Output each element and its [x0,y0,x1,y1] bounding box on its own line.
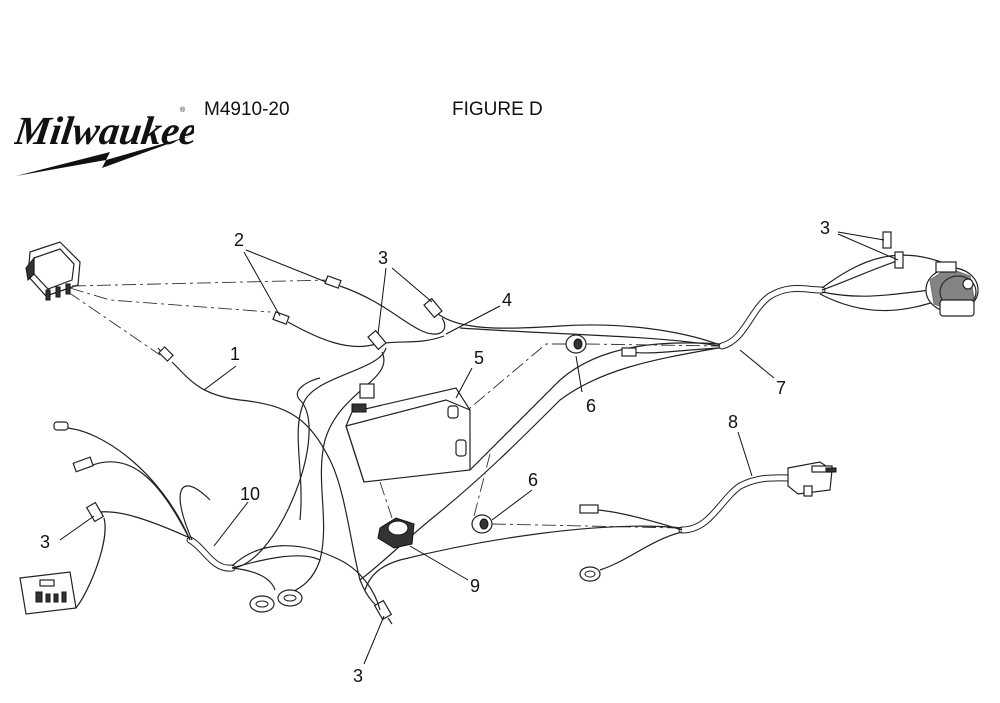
callout-4: 4 [502,290,512,310]
callout-10: 10 [240,484,260,504]
blower-motor-part [925,261,979,317]
ring-lug-left-top [53,421,69,431]
registered-mark: ® [180,106,186,114]
wire-harness-1 [157,346,393,625]
callout-3-left: 3 [40,532,50,552]
screw-3-top-right-b [894,251,904,269]
wire-harness-10 [53,377,381,613]
strain-relief-9 [377,517,415,549]
connectors-2 [272,275,446,348]
rocker-switch-part [25,241,81,301]
grommet-6-bottom [471,514,493,534]
lightning-bolt-icon [16,136,190,176]
callout-9: 9 [470,576,480,596]
callout-3-top: 3 [378,248,388,268]
screw-3-top-right-a [882,231,892,249]
callout-1: 1 [230,344,240,364]
milwaukee-logo: Milwaukee ® [14,106,194,176]
figure-title: FIGURE D [452,99,543,120]
callout-2: 2 [234,230,244,250]
spade-connector [621,347,637,357]
control-box-5 [345,383,471,483]
callout-6-top: 6 [586,396,596,416]
callout-3-bottom: 3 [353,666,363,686]
model-number: M4910-20 [204,99,290,120]
grommet-6-top [565,334,587,354]
wire-harness-8 [364,461,837,591]
callout-3-top-right: 3 [820,218,830,238]
milwaukee-logo-wordmark: Milwaukee [14,108,194,153]
callout-6-bottom: 6 [528,470,538,490]
callout-7: 7 [776,378,786,398]
callout-5: 5 [474,348,484,368]
callout-8: 8 [728,412,738,432]
circuit-board-part [19,571,77,615]
